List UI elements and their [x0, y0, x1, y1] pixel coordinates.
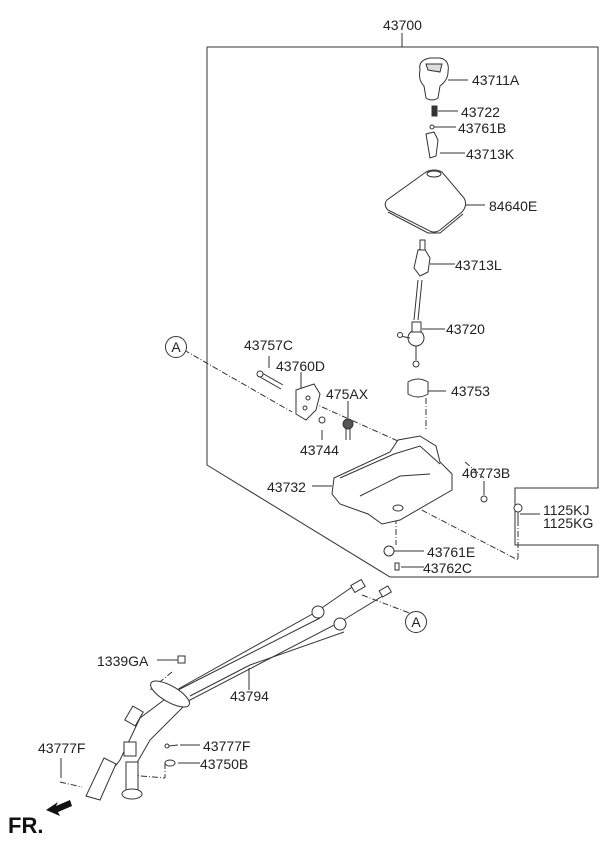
part-label-43777F-right[interactable]: 43777F	[203, 738, 251, 754]
reference-marker-a-top: A	[165, 336, 187, 358]
part-label-43720[interactable]: 43720	[446, 321, 485, 337]
front-direction-arrow	[46, 800, 72, 816]
part-label-43713L[interactable]: 43713L	[455, 257, 502, 273]
part-label-84640E[interactable]: 84640E	[489, 198, 538, 214]
part-label-1125KJ[interactable]: 1125KJ	[543, 502, 590, 518]
part-label-43753[interactable]: 43753	[451, 383, 490, 399]
part-label-475AX[interactable]: 475AX	[326, 386, 369, 402]
part-label-43750B[interactable]: 43750B	[200, 756, 249, 772]
assembly-boundary	[206, 46, 599, 578]
part-label-43757C[interactable]: 43757C	[244, 337, 294, 353]
part-label-1339GA[interactable]: 1339GA	[97, 653, 149, 669]
part-label-43794[interactable]: 43794	[230, 688, 269, 704]
part-label-43760D[interactable]: 43760D	[276, 358, 326, 374]
front-direction-label: FR.	[8, 813, 44, 838]
shift-boot	[384, 169, 467, 233]
part-label-43732[interactable]: 43732	[267, 479, 306, 495]
part-label-43713K[interactable]: 43713K	[466, 146, 515, 162]
part-label-1125KG[interactable]: 1125KG	[543, 515, 594, 531]
part-label-43761E[interactable]: 43761E	[427, 544, 476, 560]
part-label-43762C[interactable]: 43762C	[423, 560, 473, 576]
reference-marker-a-bottom: A	[405, 611, 427, 633]
part-label-46773B[interactable]: 46773B	[462, 465, 511, 481]
part-label-43711A[interactable]: 43711A	[472, 72, 520, 88]
part-label-43777F-left[interactable]: 43777F	[38, 740, 86, 756]
part-label-43744[interactable]: 43744	[300, 442, 339, 458]
part-label-43722[interactable]: 43722	[461, 104, 500, 120]
assembly-title: 43700	[383, 17, 422, 33]
part-label-43761B[interactable]: 43761B	[458, 120, 507, 136]
